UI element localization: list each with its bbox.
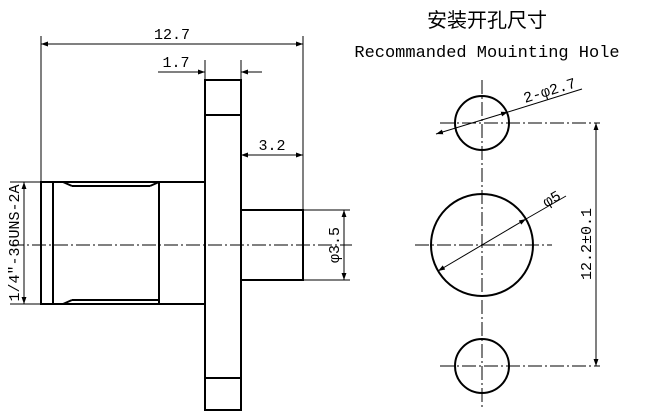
- leader-center-hole: [437, 218, 527, 272]
- leader-hole-pair: [435, 111, 509, 135]
- dim-overall-length: 12.7: [154, 27, 190, 44]
- thread-outer: [40, 181, 206, 305]
- leader-hole-pair-ext: [507, 88, 583, 113]
- center-hole: [430, 193, 534, 297]
- title-english: Recommanded Mouinting Hole: [354, 44, 619, 63]
- thread-chamfer-left-bottom: [62, 299, 73, 305]
- rear-body: [241, 209, 304, 281]
- dim-hole-pair: 2-φ2.7: [522, 76, 579, 108]
- leader-center-hole-ext: [525, 195, 567, 220]
- bottom-mounting-hole: [454, 338, 510, 394]
- dim-flange-thickness: 1.7: [162, 55, 189, 72]
- dim-rear-diameter: φ3.5: [327, 227, 344, 263]
- thread-chamfer-right-top: [149, 181, 160, 187]
- dim-thread: 1/4"-36UNS-2A: [7, 184, 24, 301]
- mounting-hole-view: 2-φ2.7 φ5 12.2±0.1: [415, 76, 600, 410]
- dim-center-hole: φ5: [540, 188, 564, 212]
- thread-chamfer-left-top: [62, 181, 73, 187]
- connector-side-view: 12.7 1.7 3.2 φ3.5 1/4"-36UNS-2A: [7, 27, 352, 411]
- dim-hole-spacing: 12.2±0.1: [579, 208, 596, 280]
- dim-rear-length: 3.2: [258, 138, 285, 155]
- title-chinese: 安装开孔尺寸: [427, 8, 547, 32]
